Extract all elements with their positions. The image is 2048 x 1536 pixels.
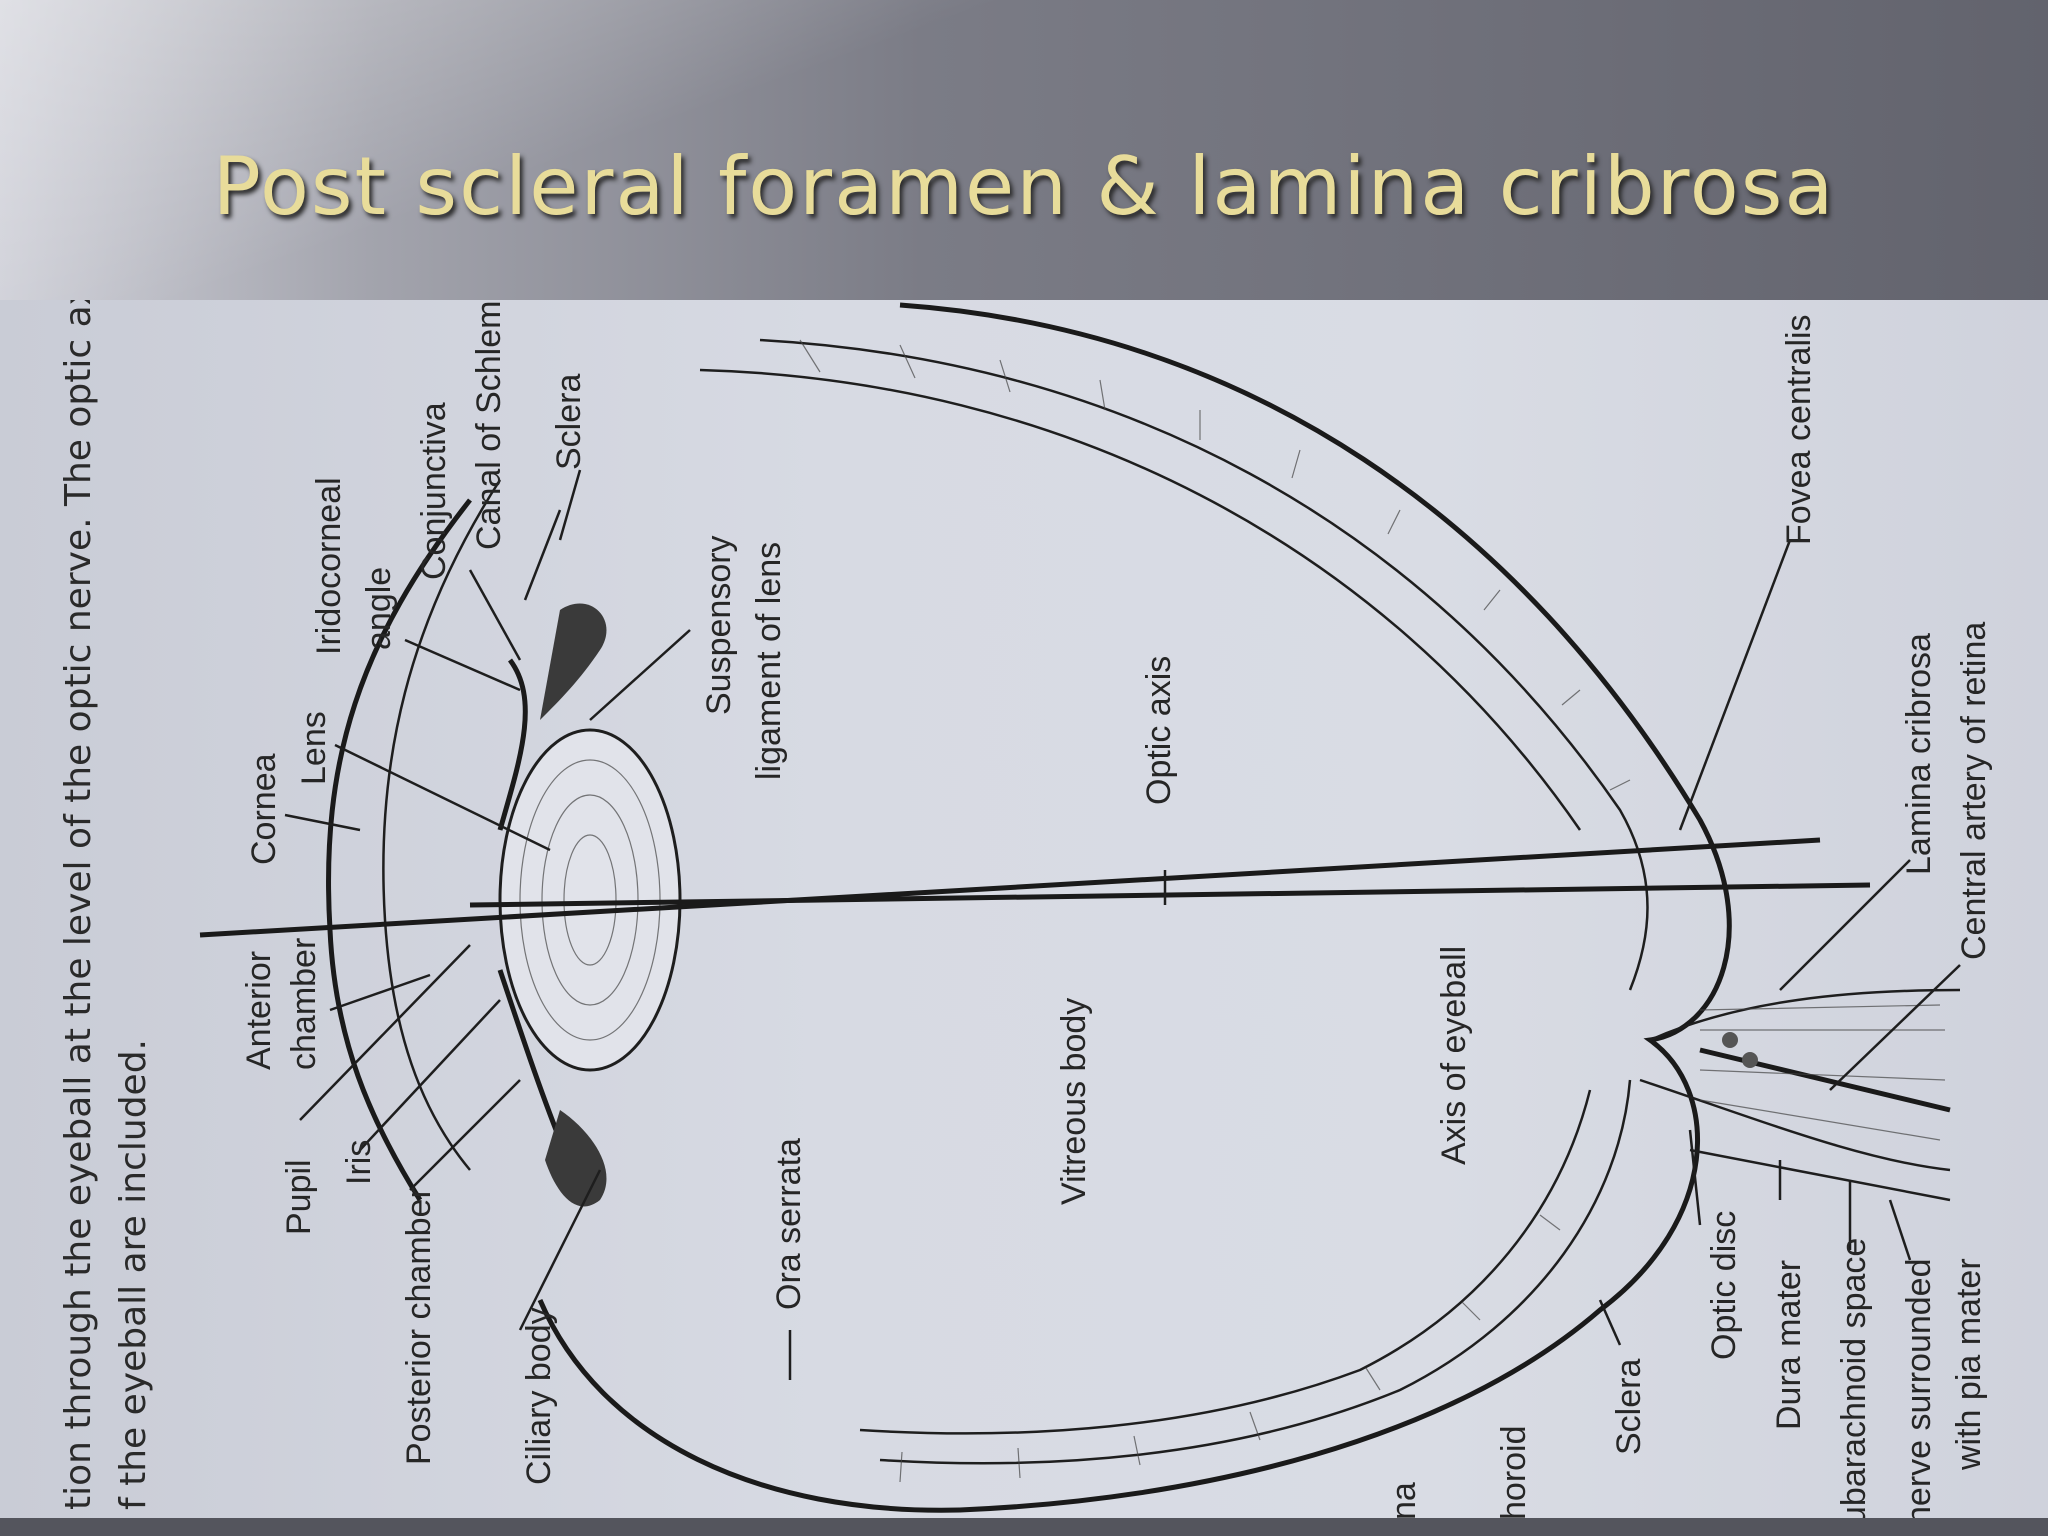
caption-line-2: f the eyeball are included. — [113, 1039, 154, 1510]
central-artery-of-retina — [1699, 1047, 1951, 1113]
label-lamina-cribrosa: Lamina cribrosa — [1900, 633, 1938, 875]
label-angle: angle — [360, 567, 398, 650]
label-subarachnoid-space: ubarachnoid space — [1835, 1238, 1873, 1525]
diagram-photo — [0, 300, 2048, 1518]
choroid-outline — [699, 368, 1592, 1435]
header-bevel — [0, 0, 2048, 300]
label-vitreous-body: Vitreous body — [1055, 998, 1093, 1205]
dura-mater-line — [1689, 1148, 1951, 1202]
label-conjunctiva: Conjunctiva — [415, 402, 453, 580]
label-suspensory: Suspensory — [700, 535, 738, 715]
label-cornea: Cornea — [245, 753, 283, 865]
label-fovea-centralis: Fovea centralis — [1780, 314, 1818, 545]
ciliary-body-upper — [540, 603, 607, 720]
optic-nerve-upper-border — [1649, 988, 1961, 1042]
label-with-pia-mater: with pia mater — [1950, 1258, 1988, 1471]
iris-upper — [497, 658, 528, 831]
cornea-outline — [326, 498, 472, 1202]
label-pupil: Pupil — [280, 1159, 318, 1235]
bottom-strip — [0, 1518, 2048, 1536]
label-iris: Iris — [340, 1140, 378, 1185]
leader-lines — [284, 469, 1961, 1380]
slide-title: Post scleral foramen & lamina cribrosa — [212, 140, 1836, 233]
slide-header — [0, 0, 2048, 300]
sclera-inner-outline — [759, 338, 1649, 1465]
label-lens: Lens — [295, 711, 333, 785]
label-choroid: horoid — [1495, 1425, 1533, 1520]
label-iridocorneal: Iridocorneal — [310, 477, 348, 655]
lamina-cribrosa-dot — [1742, 1052, 1758, 1068]
label-anterior: Anterior — [240, 951, 278, 1070]
label-optic-disc: Optic disc — [1705, 1211, 1743, 1360]
label-chamber: chamber — [285, 938, 323, 1070]
cornea-inner — [382, 479, 502, 1171]
layer-hatching — [799, 339, 1631, 1483]
label-dura-mater: Dura mater — [1770, 1260, 1808, 1430]
optic-nerve-hatching — [1699, 1004, 1946, 1141]
label-ciliary-body: Ciliary body — [520, 1307, 558, 1485]
label-axis-of-eyeball: Axis of eyeball — [1435, 946, 1473, 1165]
label-canal-of-schlemm: Canal of Schlemm — [470, 272, 508, 550]
optic-axis-line — [199, 837, 1821, 938]
caption-line-1: tion through the eyeball at the level of… — [58, 255, 99, 1510]
ciliary-body-lower — [545, 1110, 607, 1207]
label-sclera-top: Sclera — [550, 374, 588, 470]
sclera-outer-outline — [537, 302, 1732, 1513]
optic-nerve-lower-border — [1639, 1078, 1951, 1172]
label-posterior-chamber: Posterior chamber — [400, 1187, 438, 1465]
label-ora-serrata: Ora serrata — [770, 1138, 808, 1310]
lamina-cribrosa-dot — [1722, 1032, 1738, 1048]
iris-lower — [497, 969, 563, 1141]
label-ligament-of-lens: ligament of lens — [750, 542, 788, 780]
label-optic-axis: Optic axis — [1140, 656, 1178, 805]
label-nerve-surrounded: nerve surrounded — [1900, 1258, 1938, 1525]
label-sclera-bottom: Sclera — [1610, 1359, 1648, 1455]
label-central-artery-of-retina: Central artery of retina — [1955, 622, 1993, 960]
label-retina: na — [1385, 1482, 1423, 1520]
axis-of-eyeball-line — [469, 882, 1871, 908]
